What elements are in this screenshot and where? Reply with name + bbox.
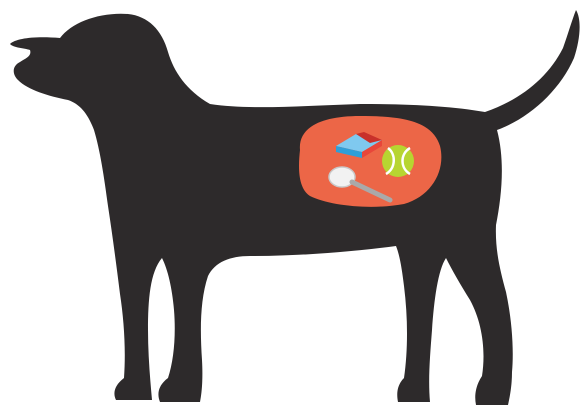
tennis-ball-icon — [382, 145, 414, 177]
dog-silhouette — [10, 10, 580, 405]
